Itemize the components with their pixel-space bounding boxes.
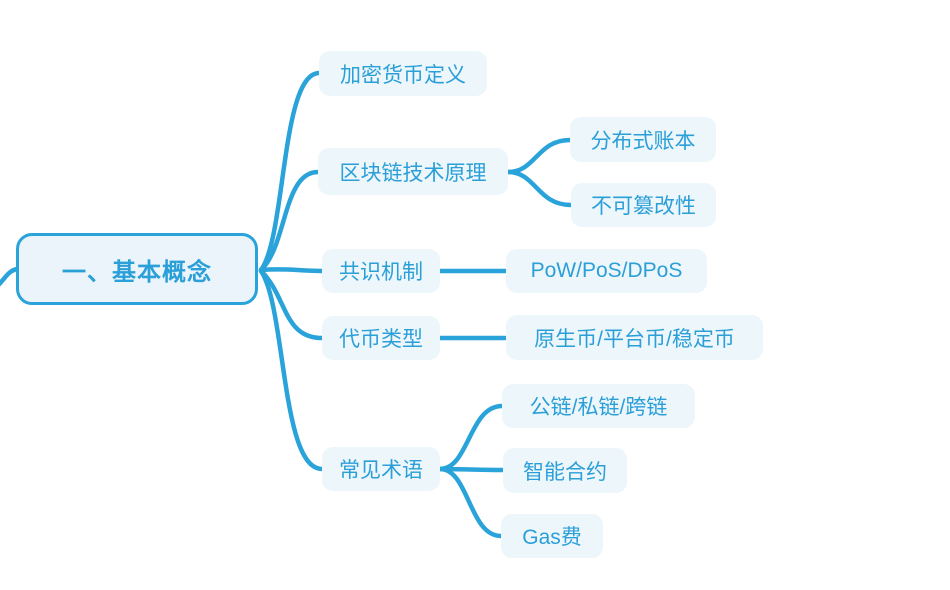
node-coin-categories[interactable]: 原生币/平台币/稳定币 [506,315,763,360]
node-label: 加密货币定义 [340,63,466,87]
connector-root-to-common-terms [258,268,325,472]
connector-root-to-consensus [258,267,325,274]
connector-parent-to-root [0,266,20,287]
node-label: PoW/PoS/DPoS [530,259,683,282]
node-label: 共识机制 [339,261,423,284]
connector-principles-to-immutability [505,169,574,208]
node-chain-types[interactable]: 公链/私链/跨链 [502,384,695,428]
node-blockchain-principles[interactable]: 区块链技术原理 [318,148,508,195]
node-label: 原生币/平台币/稳定币 [534,327,735,351]
node-label: 常见术语 [339,459,423,482]
node-common-terms[interactable]: 常见术语 [322,447,440,491]
node-label: 智能合约 [523,460,607,484]
node-smart-contract[interactable]: 智能合约 [503,448,627,493]
node-root-basic-concepts[interactable]: 一、基本概念 [16,233,258,305]
node-token-types[interactable]: 代币类型 [322,316,440,360]
node-label: Gas费 [522,526,582,549]
node-label: 分布式账本 [590,129,696,153]
node-label: 代币类型 [339,328,423,351]
node-label: 不可篡改性 [591,195,696,218]
connector-terms-to-chain-types [437,403,505,472]
connector-principles-to-distributed-ledger [505,137,573,175]
node-pow-pos-dpos[interactable]: PoW/PoS/DPoS [506,249,707,293]
node-distributed-ledger[interactable]: 分布式账本 [570,117,716,162]
node-label: 一、基本概念 [62,258,212,286]
connector-terms-to-gas-fee [437,466,504,539]
connector-root-to-blockchain-principles [258,169,321,273]
connector-root-to-token-types [258,268,325,341]
node-immutability[interactable]: 不可篡改性 [571,183,716,227]
node-label: 区块链技术原理 [339,161,487,185]
node-label: 公链/私链/跨链 [529,396,668,419]
node-consensus-mechanism[interactable]: 共识机制 [322,249,440,293]
node-gas-fee[interactable]: Gas费 [501,514,603,558]
connector-root-to-crypto-definition [258,70,322,273]
node-crypto-definition[interactable]: 加密货币定义 [319,51,487,96]
